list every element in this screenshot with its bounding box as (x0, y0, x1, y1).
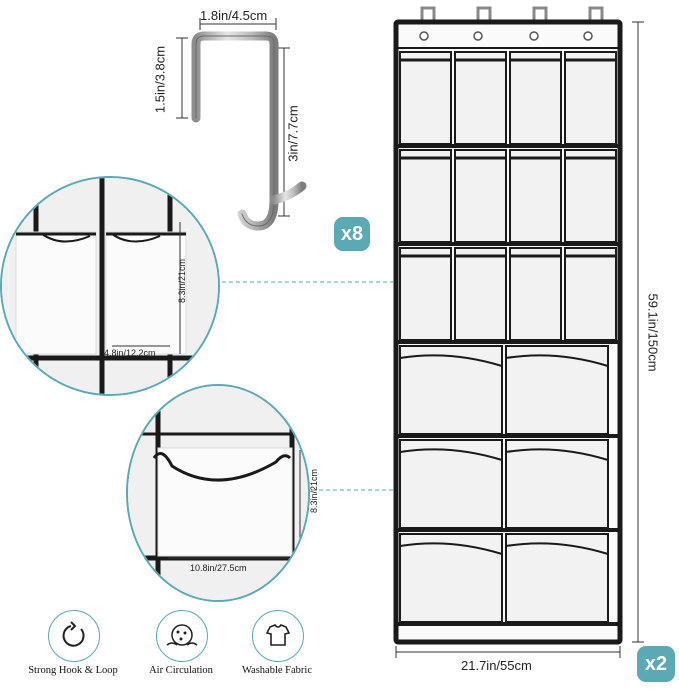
small-pocket (564, 51, 617, 145)
small-pocket (399, 51, 452, 145)
small-pocket-detail-circle (0, 176, 220, 396)
organizer-quantity-badge: x2 (637, 646, 675, 682)
feature-label-washable-fabric: Washable Fabric (241, 665, 312, 676)
large-pocket-detail-art (128, 386, 308, 600)
shirt-wash-icon (252, 610, 304, 662)
rotate-arrow-icon (48, 610, 100, 662)
small-pocket (454, 51, 507, 145)
small-pocket (454, 247, 507, 341)
small-pocket (509, 149, 562, 243)
organizer-width-label: 21.7in/55cm (461, 658, 532, 673)
large-pocket-width-label: 10.8in/27.5cm (190, 563, 247, 573)
hook-quantity-badge: x8 (334, 217, 370, 251)
small-pocket-height-label: 8.3in/21cm (177, 258, 187, 304)
small-pocket-detail-art (2, 178, 218, 394)
small-pocket (564, 149, 617, 243)
small-pocket (399, 247, 452, 341)
feature-label-air-circulation: Air Circulation (149, 665, 213, 676)
small-pocket (509, 51, 562, 145)
shoe-organizer-illustration (393, 6, 644, 658)
hook-width-label: 1.8in/4.5cm (200, 8, 268, 23)
small-pocket-width-label: 4.8in/12.2cm (104, 348, 156, 358)
feature-label-hook-loop: Strong Hook & Loop (28, 665, 118, 676)
large-pocket-detail-circle (126, 384, 310, 602)
air-flow-icon (156, 610, 208, 662)
large-pocket-height-label: 8.3in/21cm (309, 468, 319, 514)
over-door-hook-illustration (176, 18, 307, 231)
